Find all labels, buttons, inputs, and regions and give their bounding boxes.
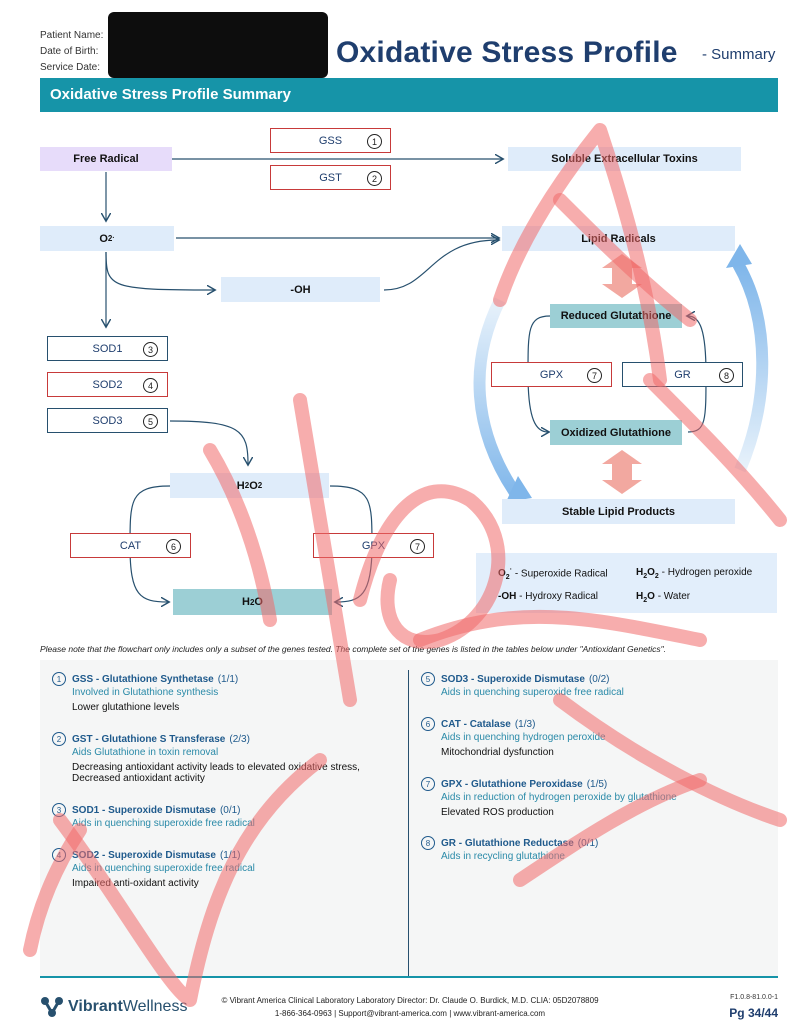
gene-item-num: 3 [52,803,66,817]
abbreviation-legend: O2· - Superoxide Radical H2O2 - Hydrogen… [476,553,777,613]
gene-item-count: (1/1) [219,849,241,861]
gene-box-gss: GSS [270,128,391,153]
gene-item-effect: Decreasing antioxidant activity leads to… [72,762,360,784]
service-date-label: Service Date: [40,62,101,73]
gene-item: 2 GST - Glutathione S Transferase(2/3) Ai… [52,732,392,784]
patient-name-label: Patient Name: [40,30,104,41]
gene-item-count: (1/1) [217,673,239,685]
gene-item-count: (0/2) [588,673,610,685]
gene-item-effect: Lower glutathione levels [72,702,180,713]
page-title: Oxidative Stress Profile [336,36,678,69]
gene-num-cat: 6 [166,539,181,554]
gene-num-gss: 1 [367,134,382,149]
gene-num-gpx-right: 7 [587,368,602,383]
free-radical-box: Free Radical [40,147,172,171]
footer-version: F1.0.8-81.0.0-1 [730,994,778,1001]
gene-item-desc: Aids in recycling glutathione [441,851,565,862]
reduced-glutathione-box: Reduced Glutathione [550,304,682,328]
soluble-toxins-box: Soluble Extracellular Toxins [508,147,741,171]
gene-item: 8 GR - Glutathione Reductase(0/1) Aids in… [421,836,751,862]
gene-item-desc: Aids in quenching superoxide free radica… [72,818,255,829]
gene-item-effect: Impaired anti-oxidant activity [72,878,199,889]
gene-item-desc: Aids in quenching superoxide free radica… [441,687,624,698]
gene-num-sod2: 4 [143,378,158,393]
gene-num-gr: 8 [719,368,734,383]
footer-copyright: © Vibrant America Clinical Laboratory La… [221,996,599,1005]
gene-item-desc: Involved in Glutathione synthesis [72,687,219,698]
brand-name-a: Vibrant [68,998,123,1015]
gene-item: 6 CAT - Catalase(1/3) Aids in quenching h… [421,717,751,758]
gene-item-count: (2/3) [229,733,250,745]
gene-item-num: 8 [421,836,435,850]
page-title-suffix: - Summary [702,46,776,63]
legend-hydrogen-peroxide: H2O2 - Hydrogen peroxide [636,567,753,580]
gene-item-desc: Aids in reduction of hydrogen peroxide b… [441,792,677,803]
legend-superoxide: O2· - Superoxide Radical [498,567,608,582]
flowchart-note: Please note that the flowchart only incl… [40,644,666,654]
gene-item-num: 6 [421,717,435,731]
gene-item-count: (1/5) [586,778,608,790]
gene-item: 7 GPX - Glutathione Peroxidase(1/5) Aids … [421,777,751,818]
gene-item-num: 7 [421,777,435,791]
brand-name-b: Wellness [122,998,188,1015]
gene-num-gst: 2 [367,171,382,186]
gene-item-desc: Aids in quenching hydrogen peroxide [441,732,606,743]
section-band [40,78,778,112]
gene-box-sod1: SOD1 [47,336,168,361]
gene-num-sod1: 3 [143,342,158,357]
gene-item-name: SOD1 - Superoxide Dismutase [72,804,216,816]
gene-item-num: 4 [52,848,66,862]
gene-num-sod3: 5 [143,414,158,429]
section-title: Oxidative Stress Profile Summary [50,86,291,103]
gene-item: 5 SOD3 - Superoxide Dismutase(0/2) Aids i… [421,672,751,698]
gene-item-desc: Aids in quenching superoxide free radica… [72,863,255,874]
gene-item-num: 1 [52,672,66,686]
gene-num-gpx-left: 7 [410,539,425,554]
lipid-radicals-box: Lipid Radicals [502,226,735,251]
gene-item-num: 5 [421,672,435,686]
dob-label: Date of Birth: [40,46,99,57]
gene-item-name: GR - Glutathione Reductase [441,837,574,849]
gene-item-count: (1/3) [514,718,536,730]
gene-item-name: GST - Glutathione S Transferase [72,733,226,745]
stable-lipid-box: Stable Lipid Products [502,499,735,524]
gene-item-count: (0/1) [219,804,241,816]
gene-item: 4 SOD2 - Superoxide Dismutase(1/1) Aids i… [52,848,382,889]
footer-rule [40,976,778,978]
gene-item-count: (0/1) [577,837,599,849]
gene-item-effect: Elevated ROS production [441,807,554,818]
legend-water: H2O - Water [636,591,691,604]
gene-item-num: 2 [52,732,66,746]
gene-item-desc: Aids Glutathione in toxin removal [72,747,219,758]
gene-item-name: SOD3 - Superoxide Dismutase [441,673,585,685]
gene-item-effect: Mitochondrial dysfunction [441,747,554,758]
gene-item-name: GSS - Glutathione Synthetase [72,673,214,685]
panel-divider [408,670,409,976]
oh-box: -OH [221,277,380,302]
vibrant-logo-icon [41,997,63,1017]
oxidized-glutathione-box: Oxidized Glutathione [550,420,682,445]
gene-item-name: GPX - Glutathione Peroxidase [441,778,583,790]
footer-contact: 1-866-364-0963 | Support@vibrant-america… [274,1009,546,1018]
legend-hydroxy: -OH - Hydroxy Radical [498,591,599,602]
gene-item-name: SOD2 - Superoxide Dismutase [72,849,216,861]
gene-item-name: CAT - Catalase [441,718,511,730]
redaction-block [108,12,328,78]
page-number: Pg 34/44 [729,1006,778,1020]
gene-item: 3 SOD1 - Superoxide Dismutase(0/1) Aids i… [52,803,382,829]
gene-item: 1 GSS - Glutathione Synthetase(1/1) Invol… [52,672,382,713]
